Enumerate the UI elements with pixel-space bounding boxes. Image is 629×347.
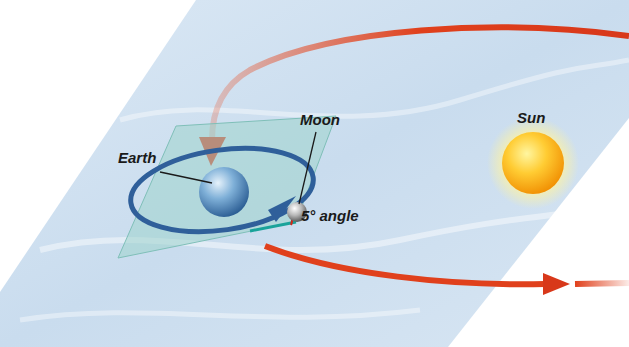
sun-label: Sun bbox=[517, 110, 545, 127]
sun-sphere bbox=[502, 132, 564, 194]
moon-orbit-plane bbox=[118, 116, 336, 258]
earth-sphere bbox=[199, 167, 249, 217]
moon-label: Moon bbox=[300, 112, 340, 129]
planet-label: Earth bbox=[118, 150, 156, 167]
leader-line bbox=[160, 172, 212, 183]
orbit-arrowhead bbox=[543, 273, 570, 295]
leader-line bbox=[299, 132, 316, 204]
angle-label: 5° angle bbox=[301, 208, 359, 225]
orbit-arc bbox=[265, 246, 545, 284]
